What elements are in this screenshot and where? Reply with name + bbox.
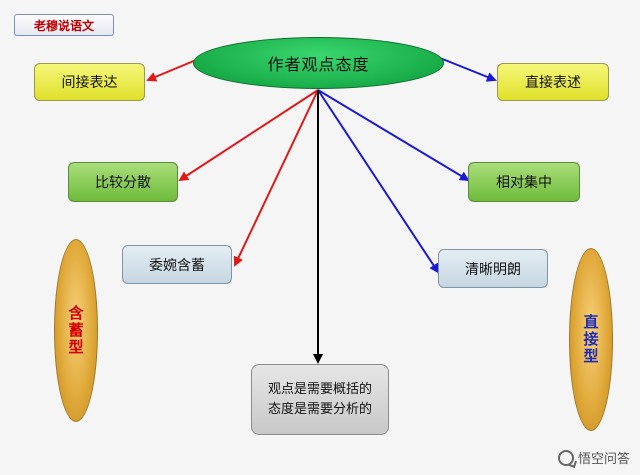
center-node: 作者观点态度 bbox=[193, 37, 444, 89]
node-scattered: 比较分散 bbox=[68, 162, 178, 202]
arrow-to-euphemistic bbox=[233, 89, 319, 267]
arrow-to-direct bbox=[439, 57, 497, 82]
node-concentrated: 相对集中 bbox=[468, 162, 580, 202]
summary-line-1: 观点是需要概括的 bbox=[267, 381, 372, 397]
node-clear: 清晰明朗 bbox=[438, 249, 548, 288]
arrow-to-concentrated bbox=[317, 89, 470, 182]
direct-type-pill: 直接型 bbox=[569, 248, 613, 431]
author-tag: 老穆说语文 bbox=[14, 14, 114, 36]
watermark-text: 悟空问答 bbox=[577, 452, 630, 467]
node-euphemistic: 委婉含蓄 bbox=[122, 245, 232, 284]
summary-line-2: 态度是需要分析的 bbox=[267, 401, 372, 417]
summary-box: 观点是需要概括的 态度是需要分析的 bbox=[251, 364, 389, 435]
search-icon bbox=[557, 449, 574, 466]
watermark: 悟空问答 bbox=[557, 448, 630, 467]
node-indirect-expression: 间接表达 bbox=[34, 63, 145, 101]
arrow-to-clear bbox=[317, 89, 440, 274]
node-direct-statement: 直接表述 bbox=[497, 63, 609, 101]
arrow-to-indirect bbox=[146, 59, 197, 82]
implicit-type-pill: 含蓄型 bbox=[54, 239, 98, 422]
arrow-to-scattered bbox=[178, 89, 319, 182]
